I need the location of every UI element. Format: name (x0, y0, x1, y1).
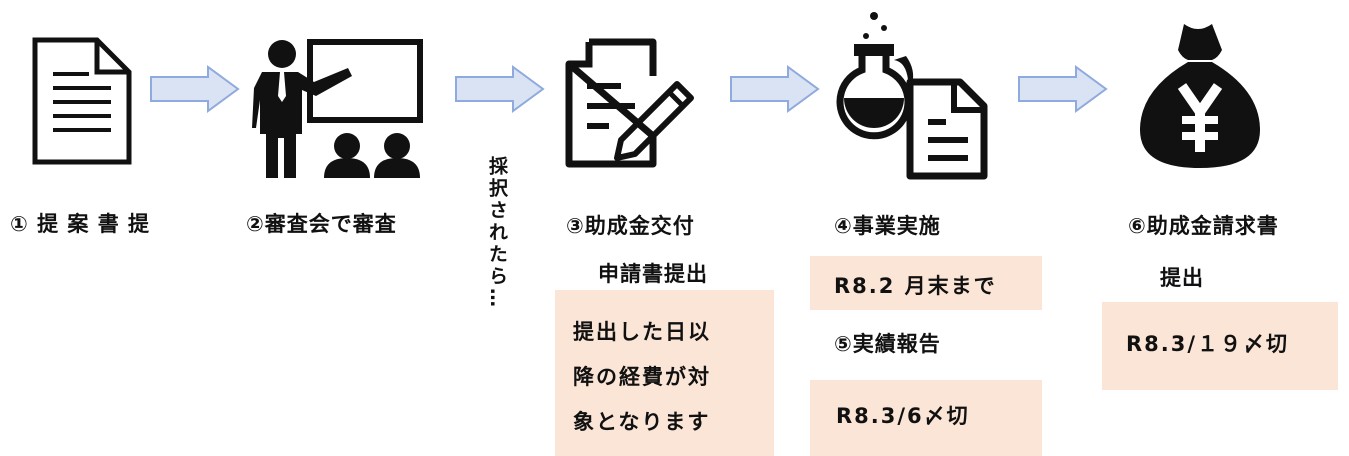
yen-bag-icon (1140, 24, 1260, 168)
form-pen-icon (565, 38, 694, 168)
step3-label-line2: 申請書提出 (598, 262, 708, 286)
arrow-4-6 (1018, 65, 1108, 113)
step3-note-line1: 提出した日以 (573, 320, 711, 344)
step4-deadline: R8.2 月末まで (834, 274, 997, 298)
flask-document-icon (836, 12, 988, 180)
step1-label: ① 提 案 書 提 (10, 212, 151, 236)
step6-label-line1: ⑥助成金請求書 (1128, 214, 1279, 238)
step6-label-line2: 提出 (1160, 266, 1204, 290)
adopted-note: 採択されたら… (486, 156, 508, 310)
step2-label: ②審査会で審査 (246, 212, 397, 236)
step6-deadline: R8.3/１９〆切 (1126, 332, 1290, 356)
presenter-icon (252, 39, 423, 178)
step6-deadline-box: R8.3/１９〆切 (1102, 302, 1338, 390)
step5-label: ⑤実績報告 (834, 332, 941, 356)
step3-note-line2: 降の経費が対 (573, 365, 711, 389)
step5-deadline-box: R8.3/6〆切 (810, 380, 1042, 456)
step3-label-line1: ③助成金交付 (566, 214, 695, 238)
step5-deadline: R8.3/6〆切 (836, 404, 970, 428)
arrow-1-2 (150, 65, 240, 113)
arrow-2-3 (455, 65, 545, 113)
step4-label: ④事業実施 (834, 214, 941, 238)
step3-note-line3: 象となります (573, 410, 711, 434)
arrow-3-4 (730, 65, 820, 113)
document-icon (32, 37, 132, 165)
step4-deadline-box: R8.2 月末まで (810, 256, 1042, 310)
step3-note-box: 提出した日以 降の経費が対 象となります (555, 290, 774, 456)
